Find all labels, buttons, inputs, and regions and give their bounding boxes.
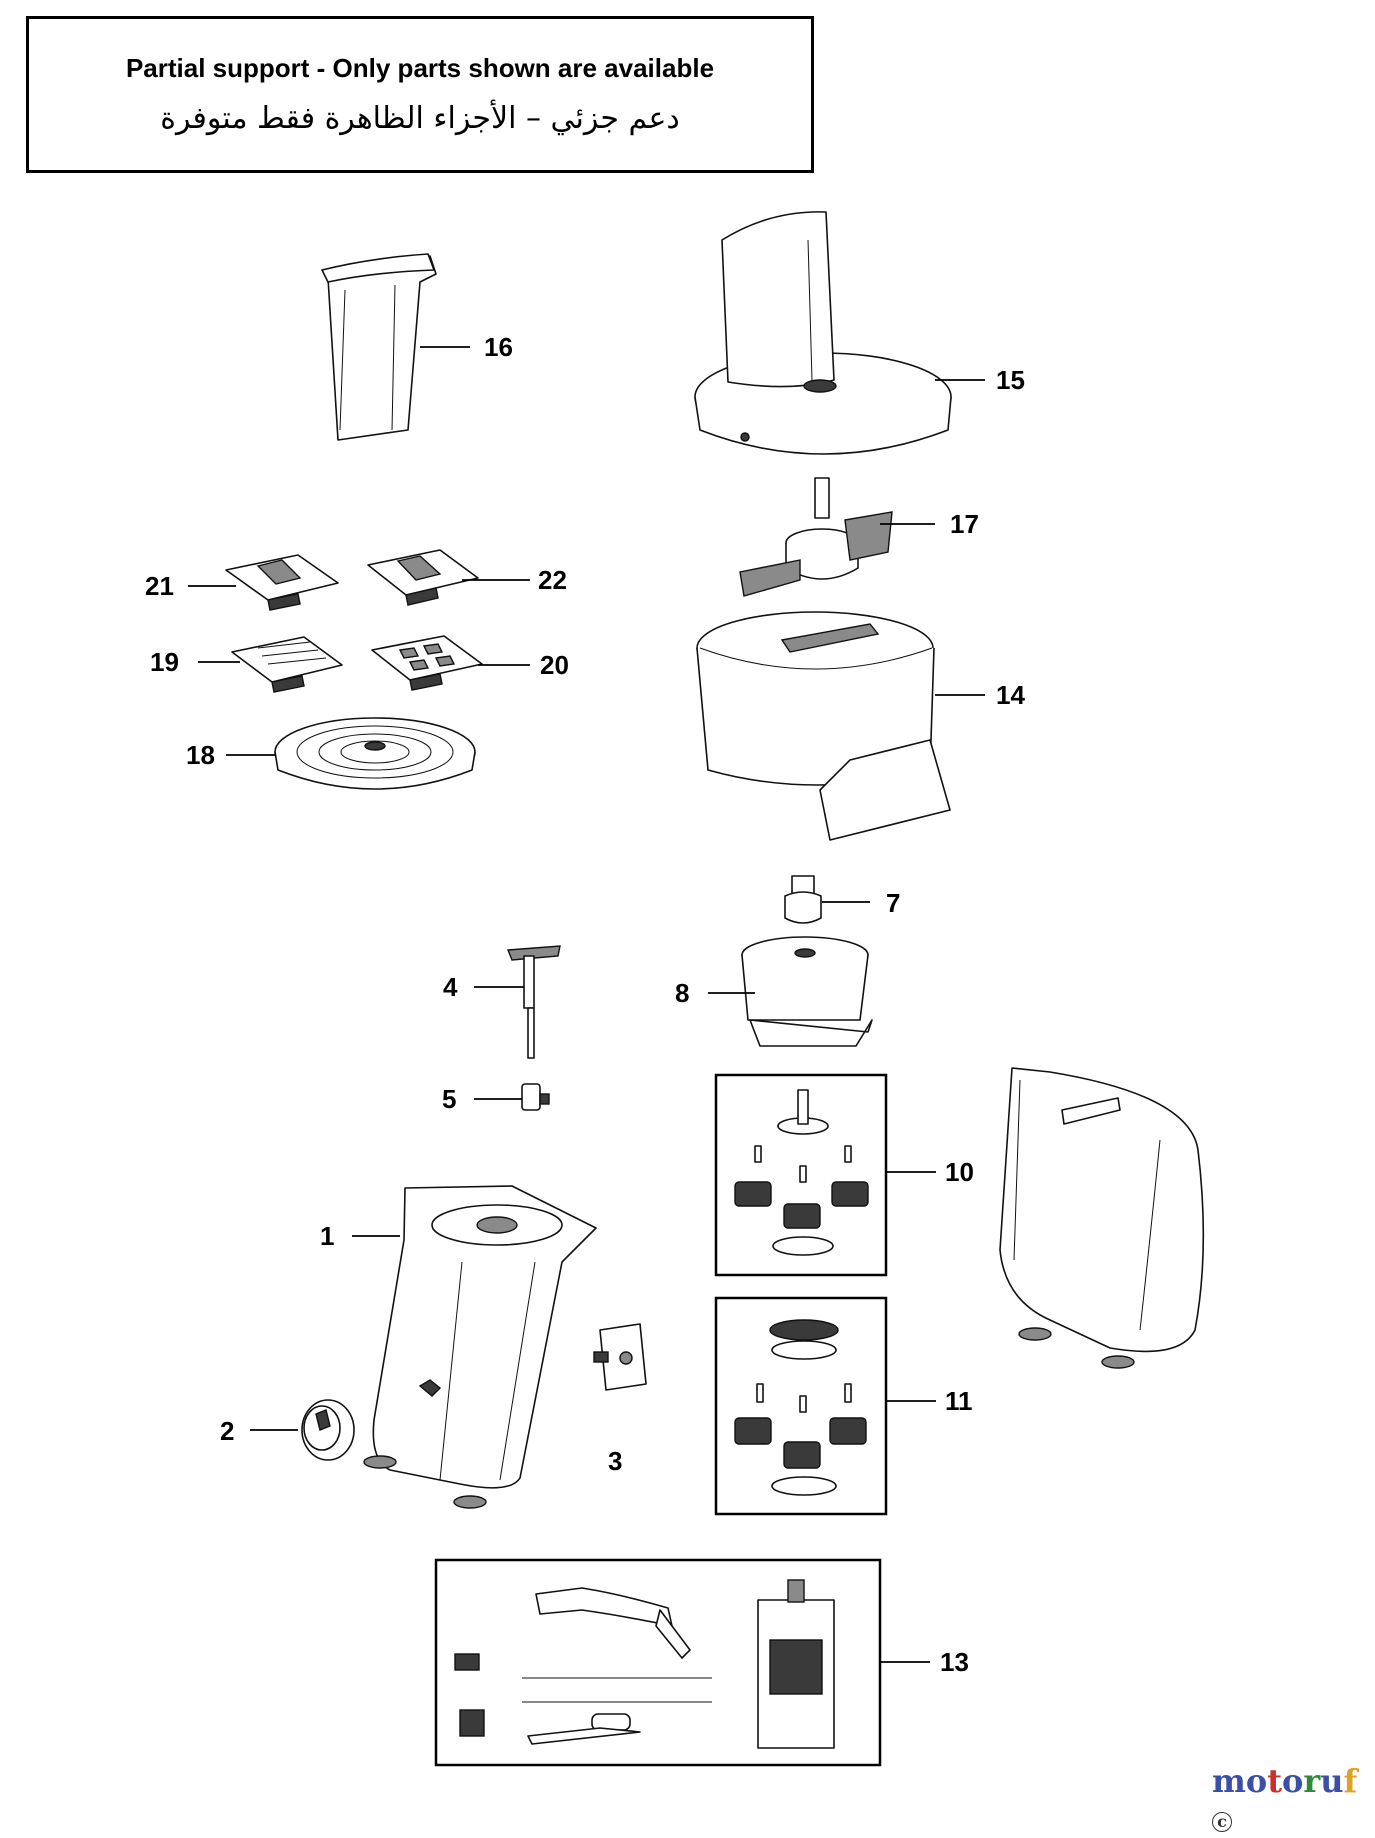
part-7-coupling <box>784 875 870 924</box>
callout-20: 20 <box>540 650 569 680</box>
callout-15: 15 <box>996 365 1025 395</box>
part-17-blade <box>739 477 935 597</box>
exploded-parts-diagram: 1 2 3 4 5 7 8 10 11 13 14 15 16 17 18 19… <box>145 211 1205 1767</box>
part-10-gear-set <box>714 1073 936 1277</box>
part-4-spindle <box>474 945 561 1059</box>
part-20-julienne-disc <box>371 635 530 691</box>
part-18-disc-holder <box>226 717 476 790</box>
callout-4: 4 <box>443 972 458 1002</box>
watermark-letter: t <box>1267 1762 1282 1800</box>
notice-english: Partial support - Only parts shown are a… <box>125 53 715 83</box>
watermark-letter: f <box>1343 1762 1358 1800</box>
callout-10: 10 <box>945 1157 974 1187</box>
part-15-lid <box>694 211 985 455</box>
part-1-base <box>352 1185 597 1509</box>
callout-labels: 1 2 3 4 5 7 8 10 11 13 14 15 16 17 18 19… <box>145 332 1025 1677</box>
callout-21: 21 <box>145 571 174 601</box>
watermark-letter: u <box>1320 1762 1344 1800</box>
watermark-letter: o <box>1281 1762 1304 1800</box>
part-21-slicing-disc <box>188 554 339 611</box>
callout-3: 3 <box>608 1446 622 1476</box>
callout-19: 19 <box>150 647 179 677</box>
part-11-gear-set <box>714 1296 936 1516</box>
availability-notice: Partial support - Only parts shown are a… <box>26 16 814 173</box>
watermark-letter: o <box>1245 1762 1268 1800</box>
part-2-knob <box>250 1399 355 1461</box>
part-8-gearbox-cover <box>708 936 873 1047</box>
watermark-letter: r <box>1303 1762 1321 1800</box>
callout-11: 11 <box>945 1386 973 1416</box>
rear-housing <box>999 1067 1205 1369</box>
callout-22: 22 <box>538 565 567 595</box>
callout-7: 7 <box>886 888 900 918</box>
part-16-pusher <box>321 253 470 441</box>
callout-2: 2 <box>220 1416 234 1446</box>
part-14-bowl <box>696 611 985 841</box>
watermark-badge: c <box>1212 1811 1232 1832</box>
callout-5: 5 <box>442 1084 456 1114</box>
watermark-letter: m <box>1212 1762 1246 1800</box>
part-19-grating-disc <box>198 636 343 693</box>
part-5-small-coupling <box>474 1083 550 1111</box>
callout-13: 13 <box>940 1647 969 1677</box>
notice-arabic: دعم جزئي – الأجزاء الظاهرة فقط متوفرة <box>160 101 680 136</box>
callout-14: 14 <box>996 680 1025 710</box>
part-13-motor-kit <box>434 1558 930 1767</box>
callout-8: 8 <box>675 978 689 1008</box>
callout-17: 17 <box>950 509 979 539</box>
watermark-logo: motoruf c <box>1212 1762 1375 1838</box>
part-22-slicing-disc <box>367 549 530 606</box>
callout-1: 1 <box>320 1221 334 1251</box>
callout-18: 18 <box>186 740 215 770</box>
callout-16: 16 <box>484 332 513 362</box>
part-3-switch <box>593 1323 647 1391</box>
